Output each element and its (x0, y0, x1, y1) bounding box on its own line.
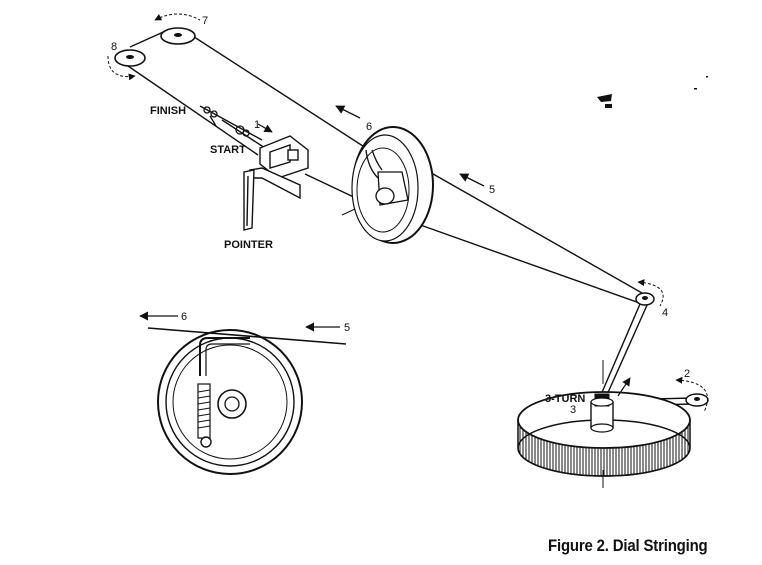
start-hook (235, 125, 250, 137)
pulley-7 (160, 27, 196, 45)
rotation-arrow-7 (154, 13, 201, 21)
pulley-8 (114, 49, 146, 67)
finish-label: FINISH (150, 105, 186, 117)
inset-callout-5: 5 (344, 322, 350, 334)
rotation-arrow-4 (637, 279, 664, 307)
inset-drum-detail (157, 329, 303, 475)
callout-7: 7 (202, 15, 208, 27)
arrow-1 (257, 123, 273, 133)
drum-axis-mark (341, 208, 356, 216)
callout-4: 4 (662, 307, 668, 319)
pointer-label: POINTER (224, 239, 273, 251)
shaft-turn-arrow (617, 377, 631, 397)
finish-knot (203, 106, 218, 127)
print-specks (597, 76, 708, 108)
arrow-5 (459, 173, 485, 187)
callout-6: 6 (366, 121, 372, 133)
rotation-arrow-8 (107, 55, 136, 81)
inset-spring (197, 389, 211, 429)
inset-cord (147, 327, 347, 345)
figure-caption: Figure 2. Dial Stringing (548, 536, 708, 555)
pulley-4 (635, 292, 655, 306)
inset-callout-6: 6 (181, 311, 187, 323)
callout-1: 1 (254, 119, 260, 131)
arrow-6 (335, 105, 361, 119)
dial-cord (127, 28, 693, 407)
rotation-arrow-2 (675, 376, 708, 413)
dial-drum (351, 126, 434, 244)
pulley-2 (685, 393, 709, 407)
pointer-assembly (243, 135, 309, 231)
callout-8: 8 (111, 41, 117, 53)
callout-2: 2 (684, 368, 690, 380)
start-label: START (210, 144, 246, 156)
callout-5: 5 (489, 184, 495, 196)
three-turn-label: 3-TURN (545, 393, 585, 405)
callout-3: 3 (570, 404, 576, 416)
three-turn-drum (517, 391, 691, 477)
